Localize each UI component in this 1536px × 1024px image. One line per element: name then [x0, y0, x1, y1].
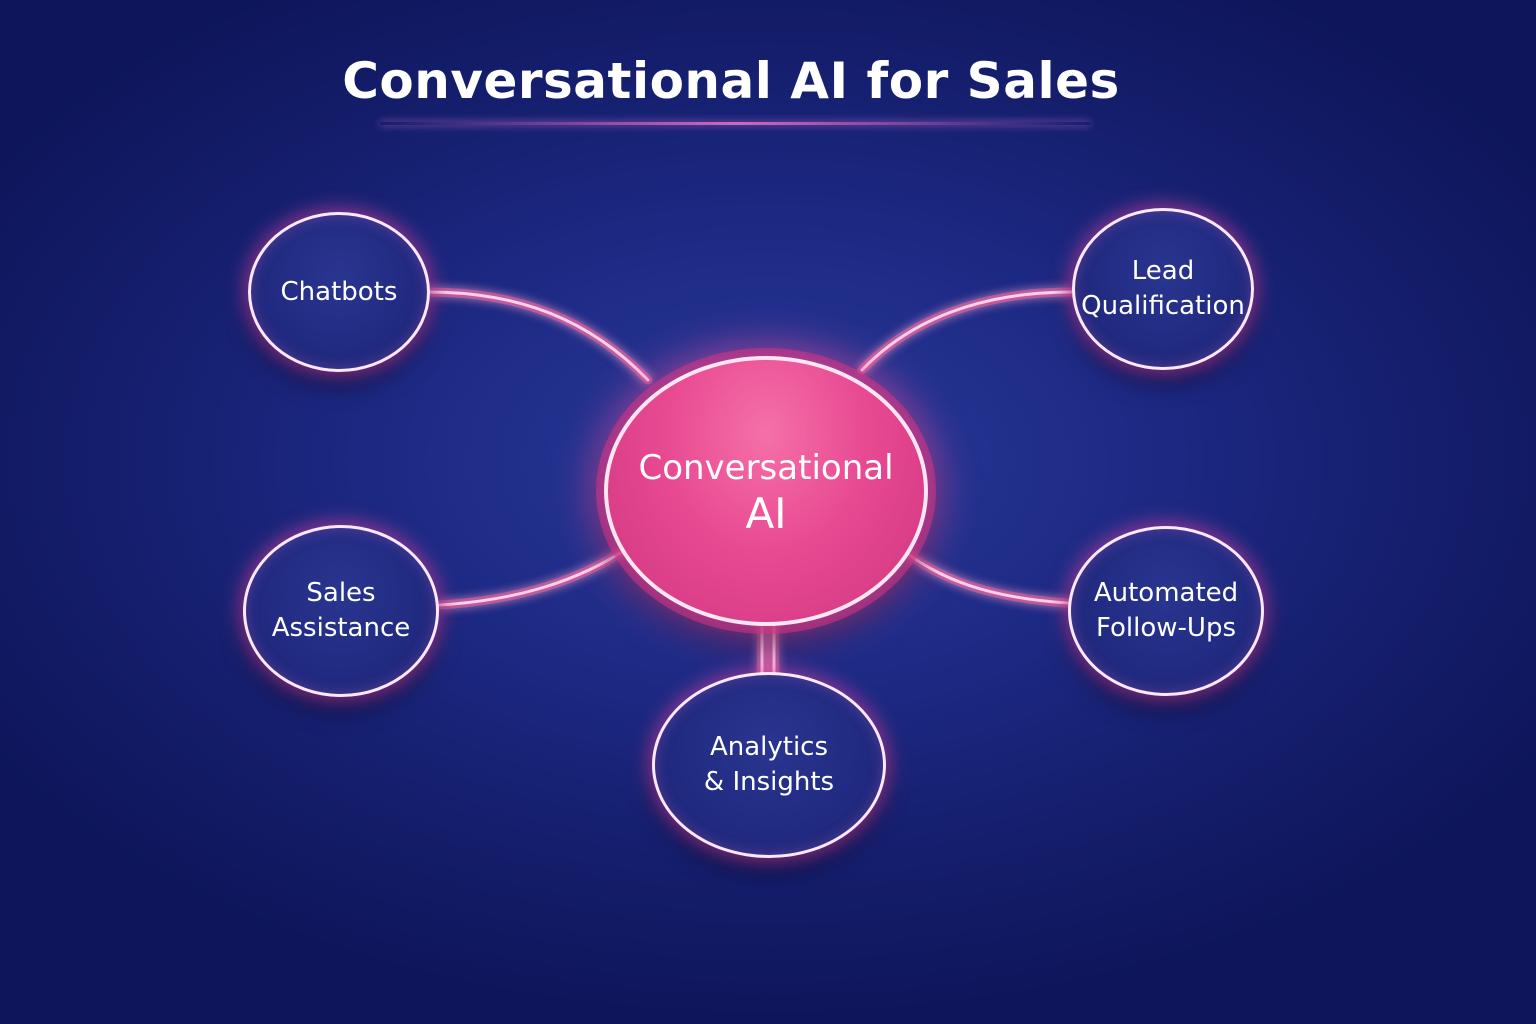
connector-sales-assistance: [435, 543, 633, 610]
node-chatbots: Chatbots: [248, 212, 430, 372]
node-label-line2: Assistance: [271, 613, 411, 643]
node-label-line2: & Insights: [703, 767, 835, 797]
node-sales-assistance: Sales Assistance: [243, 525, 439, 697]
node-analytics-insights: Analytics & Insights: [652, 672, 886, 858]
node-label-line1: Chatbots: [280, 276, 398, 307]
node-lead-qualification: Lead Qualification: [1072, 208, 1254, 370]
node-label-line1: Automated: [1093, 578, 1239, 608]
center-node-label-line1: Conversational: [638, 448, 894, 488]
node-label-line1: Sales: [306, 578, 376, 608]
node-label-line1: Lead: [1131, 256, 1195, 286]
page-title: Conversational AI for Sales: [342, 52, 1120, 110]
node-label-line2: Follow-Ups: [1095, 613, 1237, 643]
connector-lead-qualification: [857, 287, 1077, 375]
connector-automated-follow-ups: [895, 543, 1073, 608]
connector-chatbots: [423, 287, 653, 385]
node-automated-follow-ups: Automated Follow-Ups: [1068, 526, 1264, 696]
center-node-label-line2: AI: [745, 489, 787, 538]
center-node-conversational-ai: Conversational AI: [604, 356, 928, 626]
node-label-line2: Qualification: [1081, 291, 1245, 321]
title-underline: [380, 122, 1090, 125]
node-label-line1: Analytics: [709, 732, 829, 762]
